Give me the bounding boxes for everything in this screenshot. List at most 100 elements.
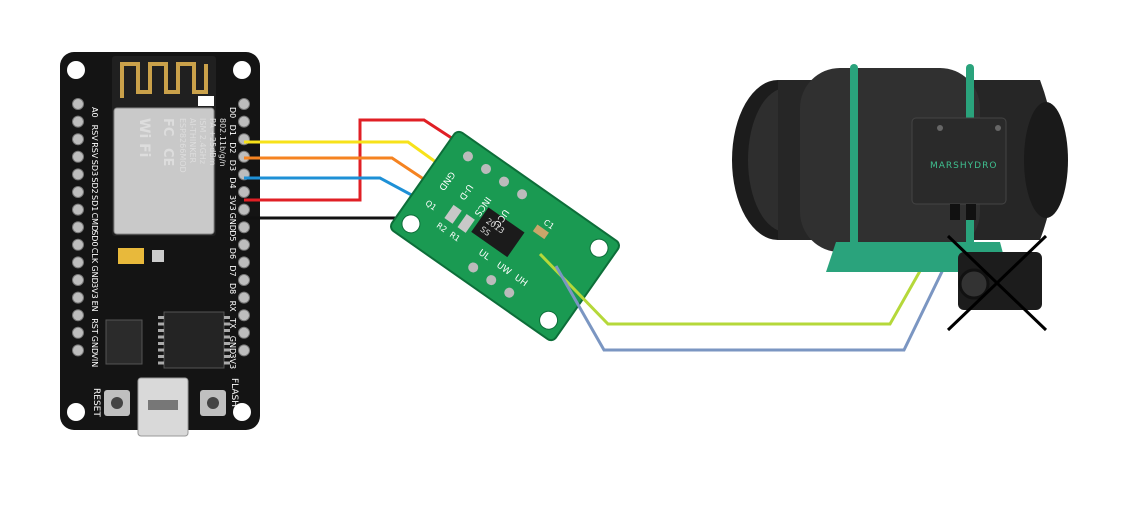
left-header-hole xyxy=(72,150,84,163)
chip-pin xyxy=(158,348,164,352)
right-pin-label: 3V3 xyxy=(228,195,237,211)
left-pin-label: CLK xyxy=(90,248,99,264)
orange-wire xyxy=(244,156,441,192)
right-pin-label: D4 xyxy=(228,177,237,188)
chip-pin xyxy=(224,355,230,358)
yellow-wire xyxy=(244,140,459,180)
right-header-hole xyxy=(238,221,250,234)
right-header-hole xyxy=(238,326,250,339)
chip-pin xyxy=(158,335,164,339)
chip-pin xyxy=(224,348,230,352)
module-pa: PA +25dBm xyxy=(208,118,217,166)
right-header-hole xyxy=(238,344,250,357)
left-header-hole xyxy=(72,256,84,269)
fan-brand: MARSHYDRO xyxy=(930,161,997,171)
left-pin-label: VIN xyxy=(90,353,99,367)
left-pin-label: SD2 xyxy=(90,177,99,193)
right-header-hole xyxy=(238,98,250,110)
right-pin-label: D1 xyxy=(228,125,237,136)
chip-pin xyxy=(158,342,164,345)
right-pin-label: D0 xyxy=(228,107,237,118)
right-header-hole xyxy=(238,238,250,251)
chip-pin xyxy=(158,329,164,332)
capacitor xyxy=(118,248,144,264)
right-pin-label: D6 xyxy=(228,248,237,259)
chip-pin xyxy=(224,361,230,365)
chip-pin xyxy=(158,361,164,365)
left-header-hole xyxy=(72,274,84,286)
inline-duct-fan: MARSHYDRO xyxy=(732,64,1068,332)
right-header-hole xyxy=(238,256,250,269)
chip-pin xyxy=(158,316,164,319)
right-pin-label: GND xyxy=(228,213,237,231)
right-pin-label: 3V3 xyxy=(228,353,237,369)
left-pin-label: GND xyxy=(90,265,99,283)
module-standard: 802.11b/g/n xyxy=(218,118,227,167)
fc-mark: FC xyxy=(160,118,175,136)
left-header-hole xyxy=(72,168,84,181)
left-header-hole xyxy=(72,98,84,110)
chip-pin xyxy=(158,355,164,358)
left-pin-label: RSV xyxy=(90,142,99,159)
right-header-hole xyxy=(238,115,250,128)
wifi-label: Wi Fi xyxy=(136,118,152,157)
module-vendor: AI-THINKER xyxy=(188,118,197,164)
right-pin-label: RX xyxy=(228,301,237,313)
steel-blue-wire xyxy=(554,217,970,352)
right-header-hole xyxy=(238,274,250,286)
left-header-hole xyxy=(72,133,84,146)
usb-serial-chip xyxy=(163,311,225,369)
blue-wire xyxy=(244,176,433,208)
ce-mark: CE xyxy=(160,148,175,166)
chip-pin xyxy=(224,316,230,319)
crossed-out-speed-controller-icon xyxy=(946,234,1048,332)
left-pin-label: A0 xyxy=(90,107,99,118)
left-header-hole xyxy=(72,344,84,357)
right-pin-label: D2 xyxy=(228,142,237,153)
left-pin-label: CMD xyxy=(90,213,99,232)
left-header-hole xyxy=(72,291,84,304)
right-header-hole xyxy=(238,309,250,322)
left-pin-label: RSV xyxy=(90,125,99,142)
voltage-regulator xyxy=(105,319,143,365)
flash-label: FLASH xyxy=(229,378,239,407)
left-pin-label: EN xyxy=(90,301,99,312)
left-pin-label: SD1 xyxy=(90,195,99,211)
left-header-hole xyxy=(72,203,84,216)
left-pin-label: RST xyxy=(90,318,99,334)
left-header-hole xyxy=(72,221,84,234)
right-pin-label: D7 xyxy=(228,265,237,276)
chip-pin xyxy=(224,342,230,345)
right-pin-label: D5 xyxy=(228,230,237,241)
esp8266-module: Wi Fi FC CE ESP8266MOD AI-THINKER ISM 2.… xyxy=(112,56,227,236)
red-wire xyxy=(244,118,471,202)
left-header-hole xyxy=(72,115,84,128)
left-pin-label: 3V3 xyxy=(90,283,99,299)
left-header-hole xyxy=(72,186,84,198)
module-model: ESP8266MOD xyxy=(178,118,187,173)
right-pin-label: D3 xyxy=(228,160,237,171)
left-header-hole xyxy=(72,309,84,322)
chip-pin xyxy=(224,329,230,332)
nodemcu-board: Wi Fi FC CE ESP8266MOD AI-THINKER ISM 2.… xyxy=(60,52,260,437)
chip-pin xyxy=(224,322,230,326)
resistor xyxy=(152,250,164,262)
left-header-hole xyxy=(72,238,84,251)
right-header-hole xyxy=(238,203,250,216)
antenna-trace-icon xyxy=(120,62,208,98)
right-pin-label: D8 xyxy=(228,283,237,294)
left-pin-label: GND xyxy=(90,336,99,354)
left-pin-label: SD3 xyxy=(90,160,99,176)
pwm-to-voltage-converter: 2013 SS GND U-D INCS UCC UL UW UH C1 R2 … xyxy=(390,130,620,342)
chip-pin xyxy=(158,322,164,326)
chip-pin xyxy=(224,335,230,339)
module-ism: ISM 2.4GHz xyxy=(198,118,207,164)
right-pin-label: TX xyxy=(228,317,237,329)
left-header-hole xyxy=(72,326,84,339)
right-header-hole xyxy=(238,186,250,198)
left-pin-label: SD0 xyxy=(90,230,99,246)
reset-label: RESET xyxy=(91,388,101,417)
right-header-hole xyxy=(238,291,250,304)
right-pin-label: GND xyxy=(228,336,237,354)
